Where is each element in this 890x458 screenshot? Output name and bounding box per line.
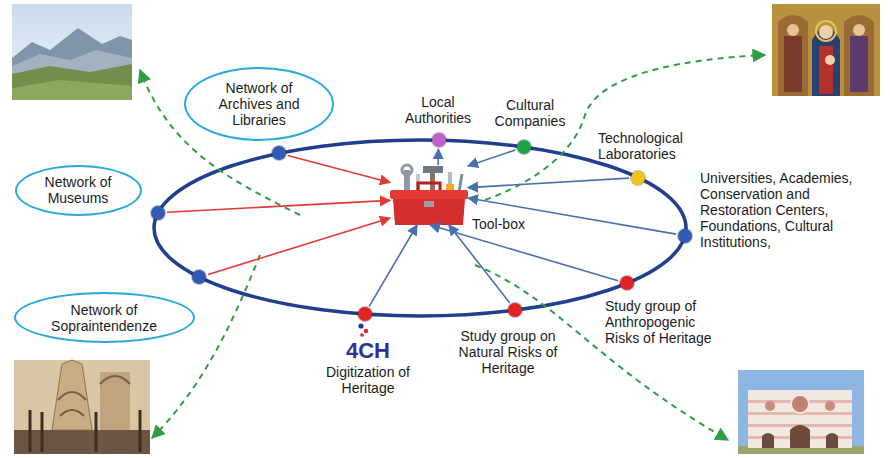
toolbox-node: Tool-box <box>390 165 468 225</box>
node-label: Technological Laboratories <box>598 130 699 162</box>
connector-arrow <box>430 225 618 281</box>
oval-label: Network of Museums <box>15 165 142 216</box>
network-dot: Network of Museums <box>151 206 165 220</box>
node-label-text: Cultural Companies <box>490 97 571 129</box>
connector-arrow <box>369 225 417 306</box>
church-interior-photo <box>14 360 150 454</box>
node-label: Tool-box <box>472 216 526 232</box>
painting-photo <box>772 4 880 96</box>
label-text-group: Local Authorities <box>398 94 479 126</box>
mountain-photo <box>12 4 132 100</box>
label-text-group: Network of Sopraintendenze <box>45 302 164 334</box>
network-dot: Study group on Natural Risks of Heritage <box>508 303 522 317</box>
network-ring <box>154 140 686 316</box>
dashed-link-arrows <box>140 55 765 440</box>
label-text-group: Cultural Companies <box>490 97 571 129</box>
node-label: 4CHDigitization of Heritage <box>323 338 414 396</box>
toolbox-illustration <box>390 165 468 225</box>
label-text-group: Network of Museums <box>38 174 119 206</box>
basilica-photo <box>738 370 864 454</box>
network-dot: Network of Archives and Libraries <box>272 146 286 160</box>
connector-arrow <box>468 150 515 166</box>
network-dot: Technological Laboratories <box>631 171 645 185</box>
connector-arrow <box>437 149 439 165</box>
network-dot: Network of Sopraintendenze <box>192 270 206 284</box>
network-dot: Universities, Academies, Conservation an… <box>678 229 692 243</box>
connector-arrow <box>288 156 390 183</box>
connector-arrow <box>449 225 510 303</box>
node-label-text: Network of Archives and Libraries <box>211 80 308 128</box>
oval-label: Network of Sopraintendenze <box>14 292 195 343</box>
node-label-text: Digitization of Heritage <box>323 364 414 396</box>
node-label-text: Universities, Academies, Conservation an… <box>700 170 885 250</box>
label-text-group: 4CHDigitization of Heritage <box>323 338 414 396</box>
network-dot: Study group of Anthropogenic Risks of He… <box>620 276 634 290</box>
logo-dots <box>358 323 368 336</box>
node-label: Universities, Academies, Conservation an… <box>700 170 885 250</box>
oval-label: Network of Archives and Libraries <box>184 67 334 141</box>
label-text-group: Universities, Academies, Conservation an… <box>700 170 885 250</box>
node-label-text: Local Authorities <box>398 94 479 126</box>
label-text-group: Study group on Natural Risks of Heritage <box>452 328 565 376</box>
logo-text: 4CH <box>323 338 414 364</box>
connector-arrow <box>167 200 390 212</box>
label-text-group: Study group of Anthropogenic Risks of He… <box>605 298 726 346</box>
node-label: Local Authorities <box>398 94 479 126</box>
connector-arrow <box>468 198 676 234</box>
node-label: Study group of Anthropogenic Risks of He… <box>605 298 726 346</box>
connector-arrow <box>468 178 629 188</box>
network-dot: 4CHDigitization of Heritage <box>358 307 372 321</box>
node-label: Cultural Companies <box>490 97 571 129</box>
node-label: Study group on Natural Risks of Heritage <box>452 328 565 376</box>
node-label-text: Technological Laboratories <box>598 130 699 162</box>
node-label-text: Network of Museums <box>38 174 119 206</box>
network-dot: Local Authorities <box>432 133 446 147</box>
network-dot: Cultural Companies <box>517 140 531 154</box>
label-text-group: Technological Laboratories <box>598 130 699 162</box>
label-text-group: Tool-box <box>472 216 526 232</box>
connector-arrow <box>208 218 390 274</box>
node-label-text: Study group of Anthropogenic Risks of He… <box>605 298 726 346</box>
label-text-group: Network of Archives and Libraries <box>211 80 308 128</box>
node-label-text: Network of Sopraintendenze <box>45 302 164 334</box>
node-label-text: Tool-box <box>472 216 526 232</box>
node-label-text: Study group on Natural Risks of Heritage <box>452 328 565 376</box>
